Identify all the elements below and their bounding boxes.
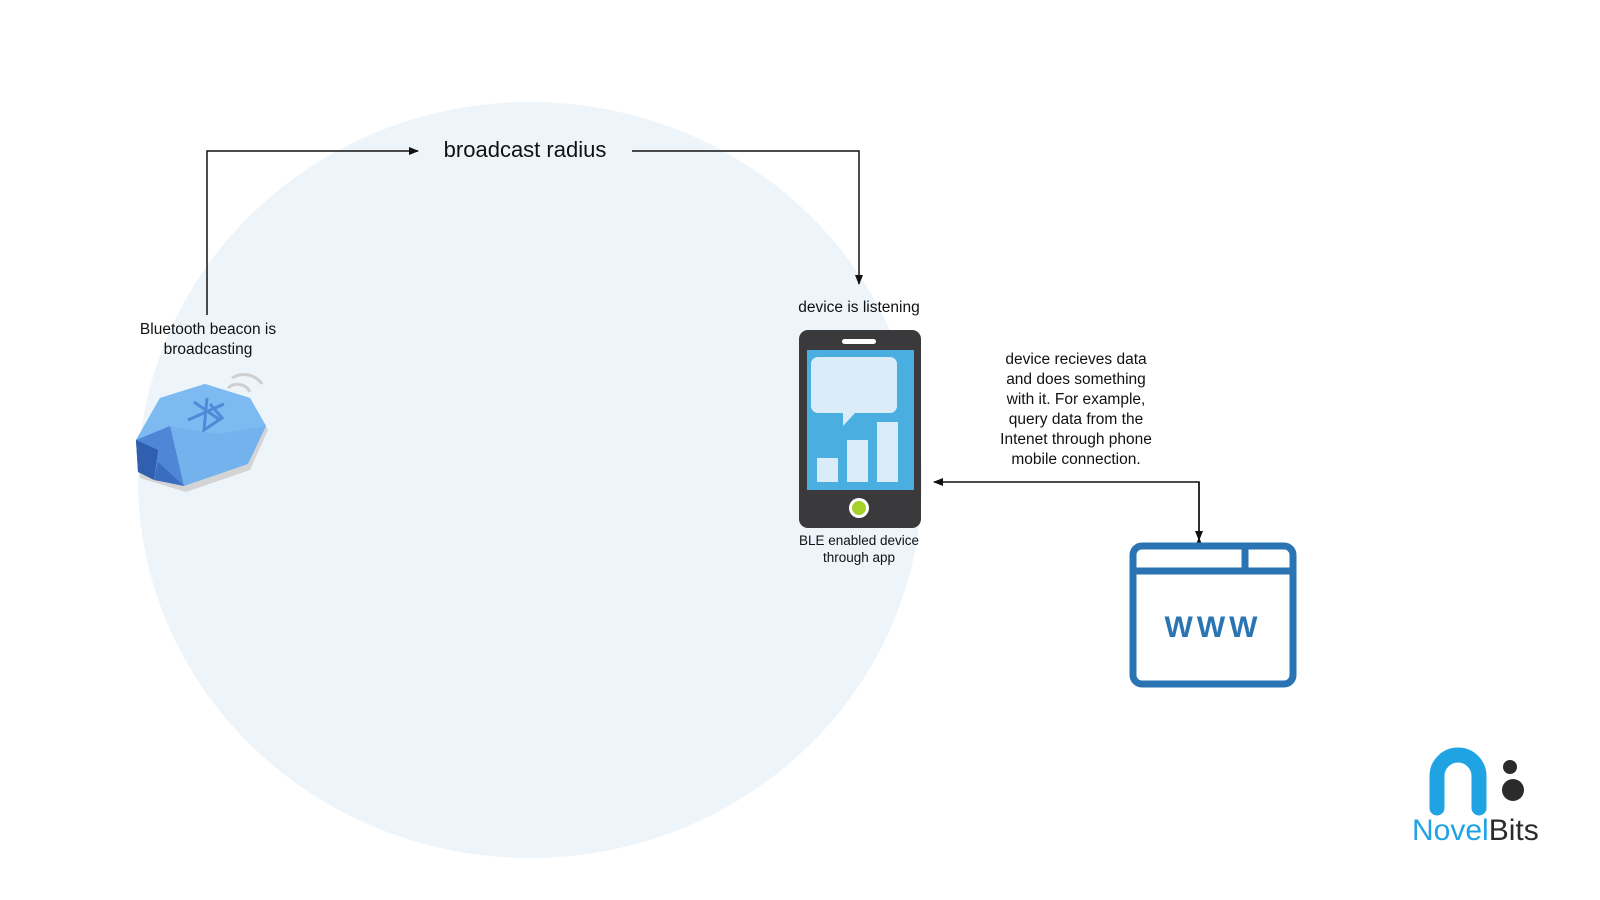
description-line: Intenet through phone <box>1000 431 1152 448</box>
arrow-beacon-to-title <box>206 147 419 315</box>
www-label: WWW <box>1165 611 1262 644</box>
novelbits-logo: NovelBits <box>1412 747 1539 847</box>
description-line: and does something <box>1006 371 1146 388</box>
phone-bottom-label-1: BLE enabled device <box>799 533 919 548</box>
phone-bottom-label-2: through app <box>823 550 895 565</box>
description-line: with it. For example, <box>1006 391 1146 408</box>
arrow-title-to-phone <box>632 150 863 285</box>
smartphone-icon <box>799 330 921 528</box>
diagram-title: broadcast radius <box>444 137 607 162</box>
description-line: device recieves data <box>1005 351 1147 368</box>
broadcast-radius-circle <box>138 102 922 858</box>
logo-text-novel: Novel <box>1412 814 1489 847</box>
description-text: device recieves data and does something … <box>1000 351 1152 468</box>
svg-text:NovelBits: NovelBits <box>1412 814 1539 847</box>
arrow-web-phone <box>933 478 1203 547</box>
description-line: mobile connection. <box>1011 451 1140 468</box>
description-line: query data from the <box>1009 411 1143 428</box>
phone-top-label: device is listening <box>798 299 919 316</box>
bluetooth-beacon-icon <box>136 373 268 492</box>
logo-text-bits: Bits <box>1489 814 1539 847</box>
beacon-label-2: broadcasting <box>164 341 253 358</box>
beacon-label-1: Bluetooth beacon is <box>140 321 276 338</box>
web-browser-icon: WWW <box>1129 542 1297 688</box>
